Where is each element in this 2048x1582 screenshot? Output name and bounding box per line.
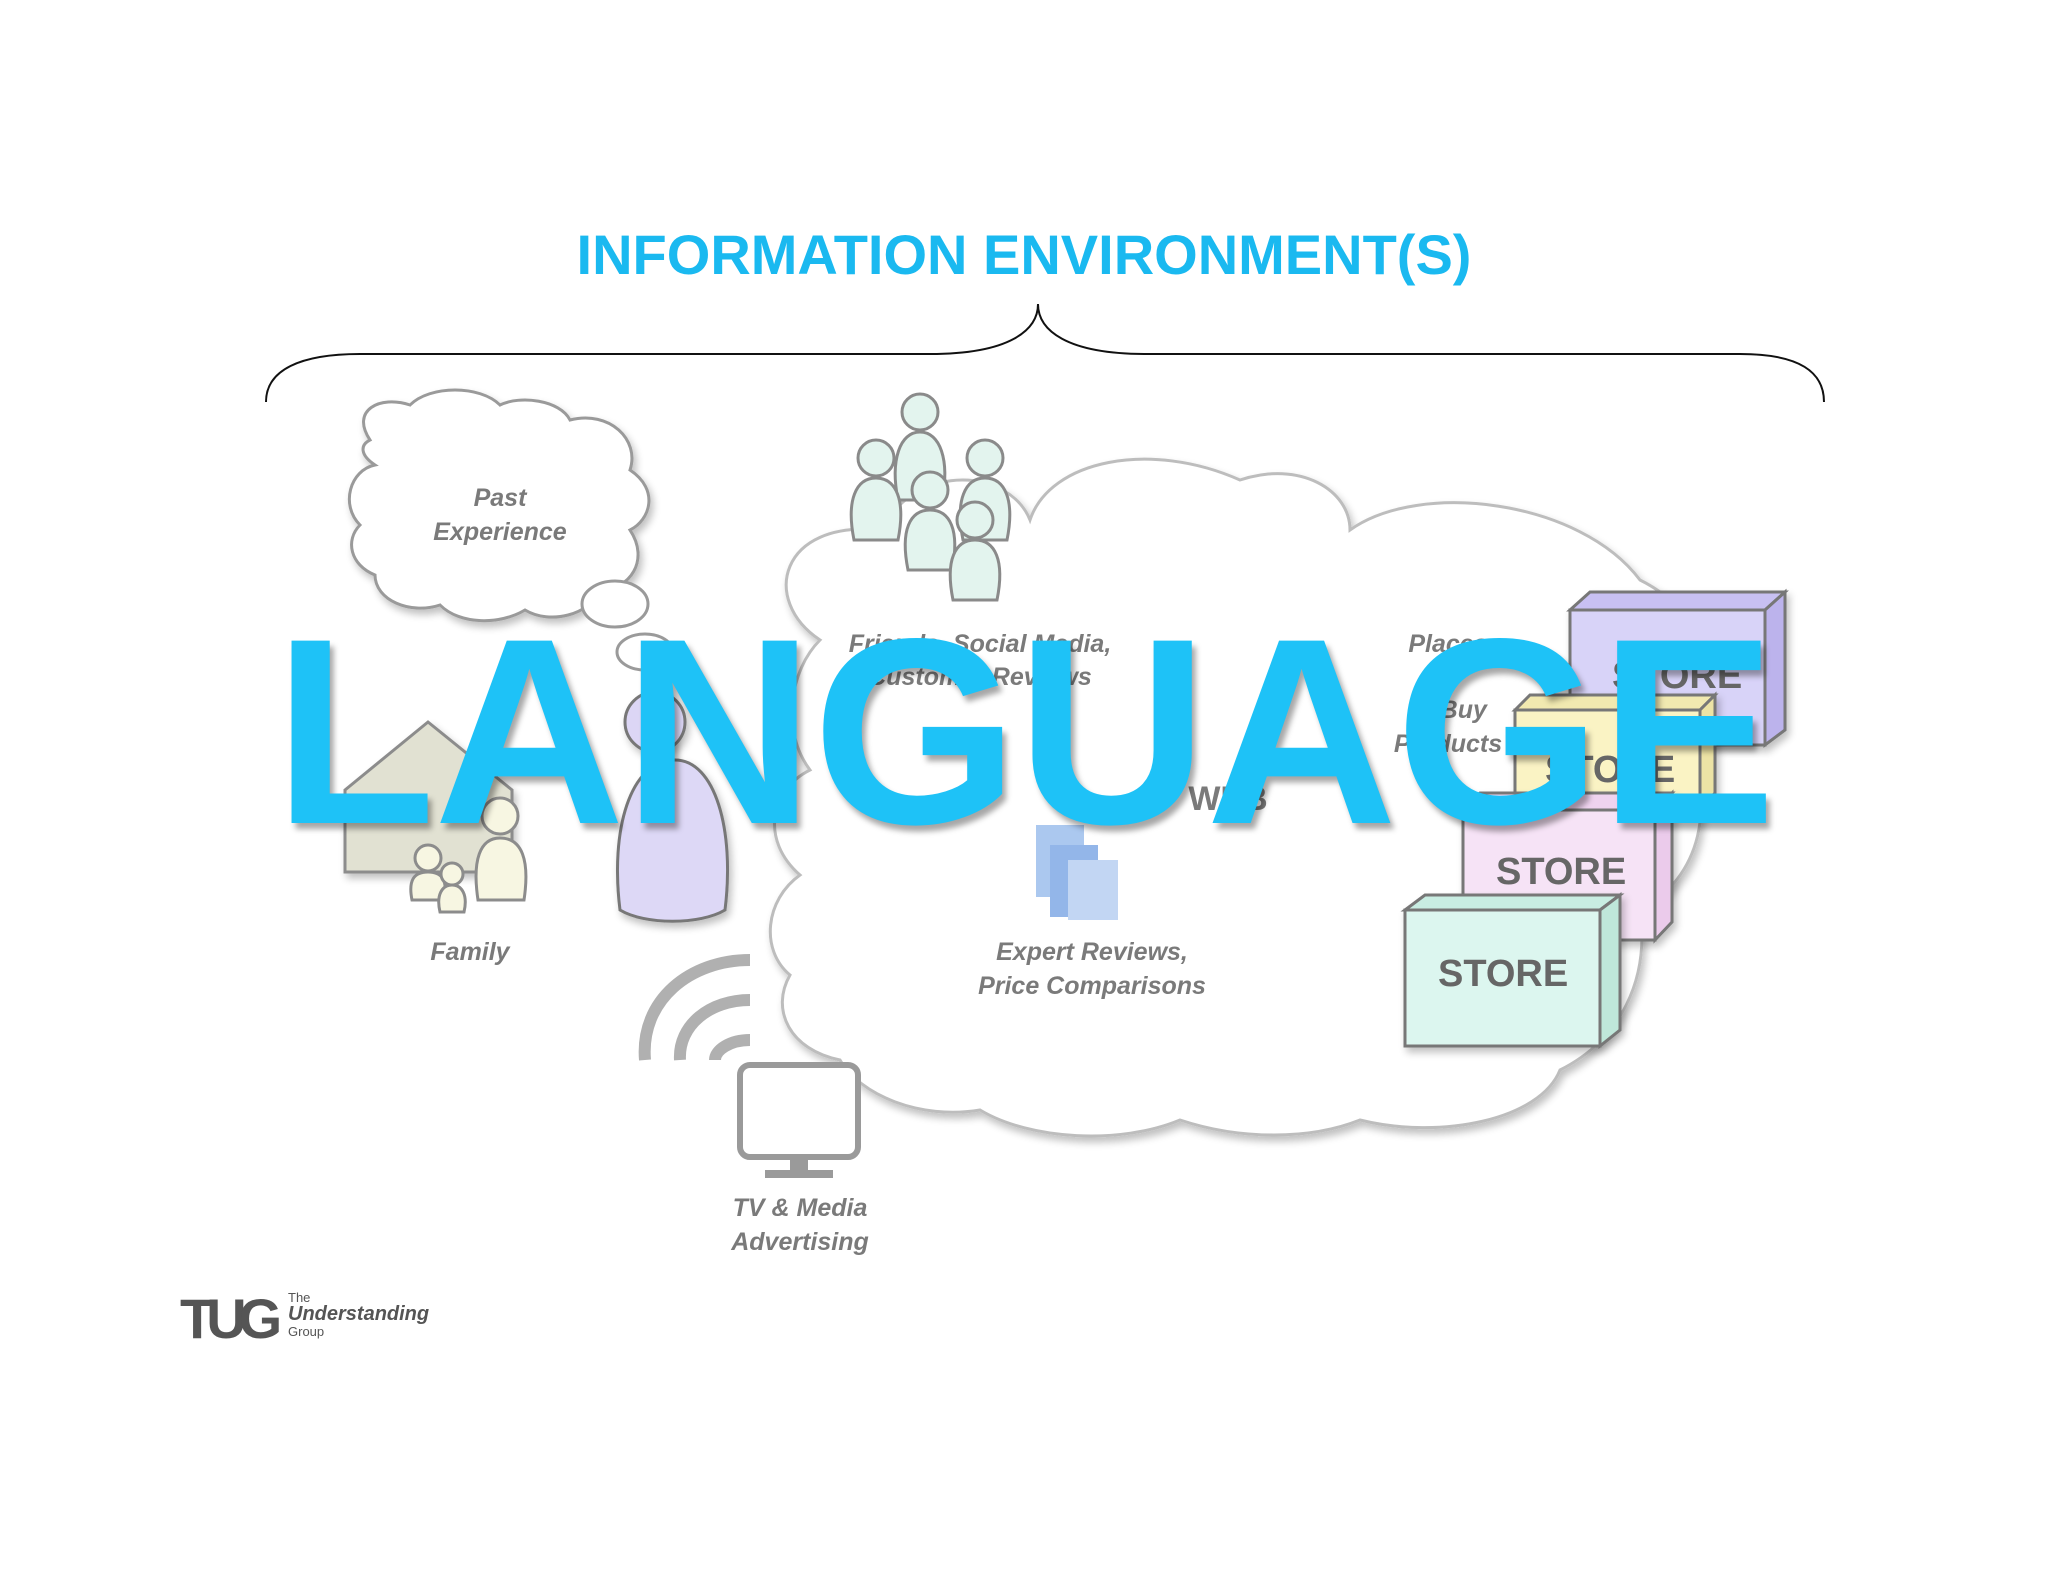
expert-label: Expert Reviews, Price Comparisons — [978, 938, 1206, 1000]
store-teal: STORE — [1400, 892, 1625, 1050]
broadcast-icon — [638, 954, 751, 1062]
family-label: Family — [430, 938, 510, 966]
svg-text:Products: Products — [1394, 730, 1502, 758]
people-group-icon — [849, 392, 1012, 602]
person-icon — [616, 690, 729, 923]
friends-label: Friends, Social Media, Customer Reviews — [849, 630, 1112, 691]
svg-text:Advertising: Advertising — [730, 1228, 869, 1256]
company-logo: TUG The Understanding Group — [180, 1290, 429, 1340]
web-icon — [1036, 825, 1118, 920]
svg-text:Friends, Social Media,: Friends, Social Media, — [849, 630, 1112, 658]
web-label: WEB — [1188, 780, 1267, 818]
svg-text:TV & Media: TV & Media — [733, 1194, 868, 1222]
svg-text:Price Comparisons: Price Comparisons — [978, 972, 1206, 1000]
svg-text:Expert Reviews,: Expert Reviews, — [996, 938, 1188, 966]
page-title: INFORMATION ENVIRONMENT(S) — [576, 223, 1472, 286]
svg-text:to Buy: to Buy — [1409, 696, 1488, 724]
thought-bubble-tiny — [615, 632, 675, 672]
store-yellow: STORE — [1511, 691, 1719, 812]
svg-text:The: The — [288, 1290, 310, 1305]
store-label: STORE — [1612, 655, 1742, 697]
store-label: STORE — [1545, 749, 1675, 791]
family-icon — [409, 796, 528, 914]
store-label: STORE — [1496, 851, 1626, 893]
svg-text:Customer Reviews: Customer Reviews — [868, 663, 1092, 691]
curly-brace — [265, 303, 1825, 403]
language-overlay: LANGUAGE — [273, 584, 1776, 880]
places-label: Places to Buy Products — [1394, 630, 1502, 758]
svg-text:Places: Places — [1408, 630, 1487, 658]
past-experience-label: Past Experience — [433, 484, 567, 546]
thought-bubble-small — [580, 579, 650, 629]
svg-text:Experience: Experience — [433, 518, 567, 546]
store-label: STORE — [1438, 953, 1568, 995]
tv-label: TV & Media Advertising — [730, 1194, 869, 1256]
svg-text:Past: Past — [474, 484, 528, 512]
svg-text:Group: Group — [288, 1324, 324, 1339]
svg-text:TUG: TUG — [180, 1290, 280, 1340]
svg-text:Understanding: Understanding — [288, 1303, 429, 1325]
tv-icon — [737, 1062, 861, 1178]
